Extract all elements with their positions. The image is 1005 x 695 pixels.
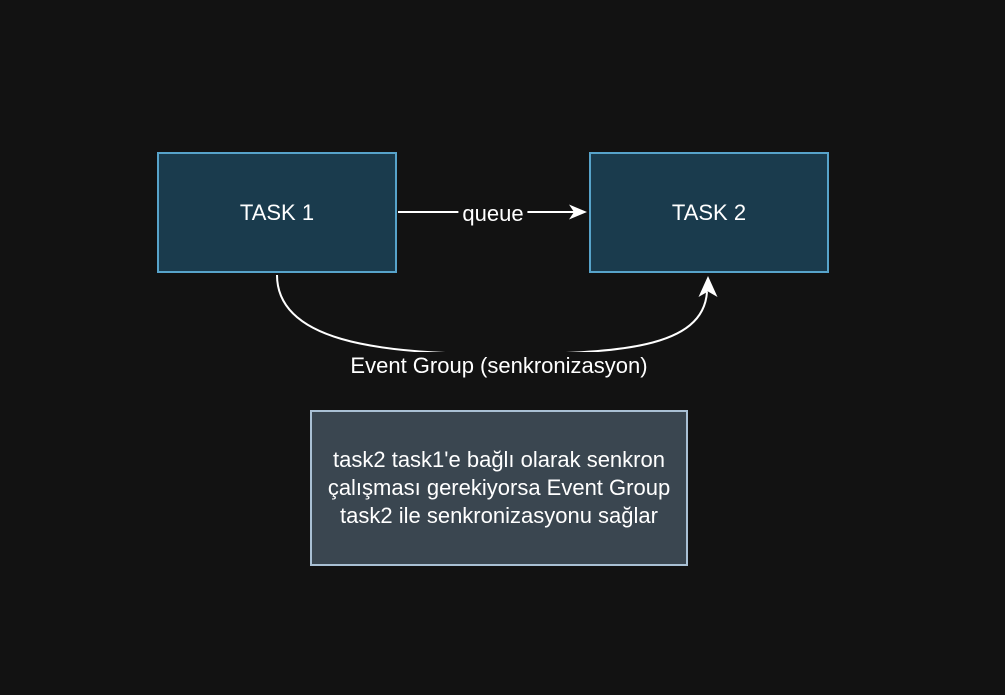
event-group-edge-label: Event Group (senkronizasyon): [346, 352, 652, 380]
event-group-arrowhead-icon: [698, 276, 718, 297]
note-line-2: çalışması gerekiyorsa Event Group: [327, 475, 671, 500]
note-line-3: task2 ile senkronizasyonu sağlar: [340, 503, 658, 528]
node-task2[interactable]: TASK 2: [589, 152, 829, 273]
note-line-1: task2 task1'e bağlı olarak senkron: [333, 447, 665, 472]
queue-edge-label: queue: [458, 200, 528, 228]
node-task2-label: TASK 2: [671, 199, 747, 225]
note-box[interactable]: task2 task1'e bağlı olarak senkron çalış…: [310, 410, 688, 566]
event-group-arrow: [276, 274, 718, 356]
queue-arrowhead-icon: [569, 204, 587, 220]
node-task1[interactable]: TASK 1: [157, 152, 397, 273]
node-task1-label: TASK 1: [239, 199, 315, 225]
